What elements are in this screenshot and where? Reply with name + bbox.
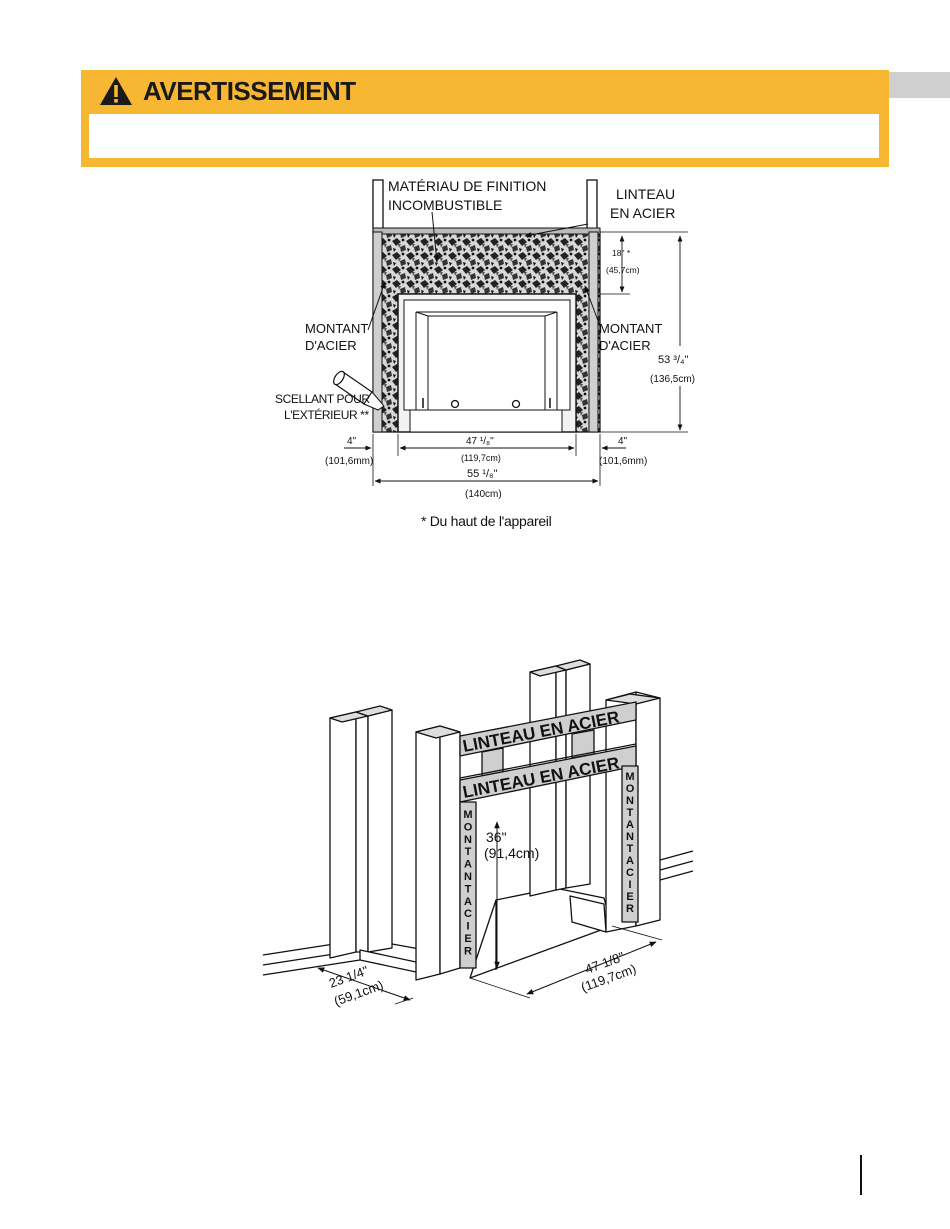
- label-height-a: 36": [486, 829, 507, 845]
- stud-letter: I: [628, 879, 631, 891]
- label-side-left-b: (101,6mm): [325, 456, 373, 467]
- warning-box: AVERTISSEMENT: [81, 70, 889, 167]
- page-number-rule: [860, 1155, 862, 1195]
- steel-lintel-top: [459, 701, 637, 757]
- stud-letter: A: [464, 859, 472, 871]
- label-finish-material: MATÉRIAU DE FINITION: [388, 178, 546, 194]
- stud-letter: M: [463, 809, 472, 821]
- label-side-right-b: (101,6mm): [599, 456, 647, 467]
- page-tab: [886, 72, 950, 98]
- stud-letter: E: [464, 933, 471, 945]
- sealant-tube-icon: [333, 370, 385, 411]
- left-stud: [372, 231, 383, 433]
- stud-letter: N: [626, 831, 634, 843]
- label-lintel: LINTEAU: [616, 186, 675, 202]
- steel-stud-right: [621, 765, 639, 923]
- stud-letter: M: [625, 771, 634, 783]
- stud-letter: T: [627, 843, 634, 855]
- stud-letter: I: [466, 921, 469, 933]
- warning-title: AVERTISSEMENT: [143, 76, 356, 106]
- stud-letter: T: [465, 846, 472, 858]
- label-outer-width-b: (140cm): [465, 489, 502, 500]
- label-stud-left: MONTANT: [305, 321, 368, 336]
- stud-letter: O: [626, 783, 635, 795]
- stud-letter: N: [464, 834, 472, 846]
- stud-letter: N: [626, 795, 634, 807]
- figure1-footnote: * Du haut de l'appareil: [421, 513, 552, 529]
- front-elevation-diagram: MATÉRIAU DE FINITION INCOMBUSTIBLE LINTE…: [275, 178, 695, 529]
- warning-body: [89, 114, 879, 158]
- label-side-right-a: 4": [618, 436, 628, 447]
- warning-triangle-icon: [100, 77, 132, 105]
- label-finish-material-2: INCOMBUSTIBLE: [388, 197, 502, 213]
- label-stud-left-2: D'ACIER: [305, 338, 357, 353]
- stud-letter: C: [626, 867, 634, 879]
- label-total-height-a: 53 ³/₄": [658, 354, 689, 366]
- steel-lintel: [372, 227, 601, 235]
- warning-header: AVERTISSEMENT: [81, 70, 889, 112]
- right-stud: [588, 231, 599, 433]
- label-height-b: (91,4cm): [484, 845, 539, 861]
- label-inner-width-a: 47 ¹/₈": [466, 436, 494, 447]
- stud-letter: R: [626, 903, 634, 915]
- front-left-stud: [415, 725, 441, 981]
- stud-letter: A: [626, 855, 634, 867]
- steel-stud-left: [459, 801, 477, 969]
- label-total-height-b: (136,5cm): [650, 374, 695, 385]
- label-sealant-2: L'EXTÉRIEUR **: [284, 407, 369, 422]
- label-outer-width-a: 55 ¹/₈": [467, 468, 498, 480]
- stud-letter: N: [464, 871, 472, 883]
- stud-letter: C: [464, 908, 472, 920]
- stud-letter: R: [464, 945, 472, 957]
- left-stud-pair: [329, 711, 357, 959]
- label-stud-right-2: D'ACIER: [599, 338, 651, 353]
- stud-letter: E: [626, 891, 633, 903]
- label-sealant: SCELLANT POUR: [275, 392, 370, 406]
- label-height-top-b: (45,7cm): [606, 265, 640, 275]
- stud-letter: A: [626, 819, 634, 831]
- label-height-top-a: 18" *: [612, 248, 631, 258]
- stud-letter: O: [464, 821, 473, 833]
- label-inner-width-b: (119,7cm): [461, 453, 501, 463]
- stud-letter: T: [627, 807, 634, 819]
- label-lintel-2: EN ACIER: [610, 205, 675, 221]
- stud-letter: A: [464, 896, 472, 908]
- label-side-left-a: 4": [347, 436, 357, 447]
- label-stud-right: MONTANT: [599, 321, 662, 336]
- stud-letter: T: [465, 883, 472, 895]
